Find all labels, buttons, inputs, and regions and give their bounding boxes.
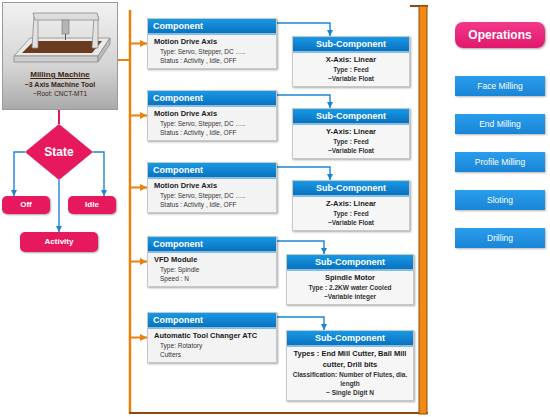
- subcomponent-box: Sub-ComponentX-Axis: LinearType : Feed~V…: [292, 36, 410, 87]
- connector-arrow: [93, 152, 104, 196]
- body-text: Status : Activity , Idle, OFF: [148, 200, 276, 209]
- heading-text: Component: [148, 237, 276, 253]
- body-text: Type: Servo, Stepper, DC …..: [148, 191, 276, 200]
- state-box: Activity: [20, 232, 98, 252]
- body-text: Type: Servo, Stepper, DC …..: [148, 119, 276, 128]
- connector-arrow: [118, 60, 147, 338]
- body-text: ~Variable Float: [293, 146, 409, 155]
- body-text: Type : Feed: [293, 65, 409, 74]
- connector-arrow: [118, 44, 147, 61]
- connector-arrow: [277, 167, 330, 180]
- body-text: Speed : N: [148, 274, 276, 283]
- subcomponent-box: Sub-ComponentY-Axis: LinearType : Feed~V…: [292, 108, 410, 159]
- heading-text: Sub-Component: [293, 37, 409, 53]
- connector-arrow: [118, 60, 147, 188]
- state-box: Idle: [68, 196, 116, 214]
- connector-arrow: [277, 95, 330, 108]
- heading-text: Off: [20, 200, 32, 210]
- subcomponent-box: Sub-ComponentSpindle MotorType : 2.2KW w…: [286, 254, 414, 305]
- frame-bar: [419, 6, 427, 414]
- machine-box: Milling Machine~3 Axis Machine Tool~Root…: [2, 2, 118, 110]
- connector-arrow: [277, 23, 330, 36]
- body-text: ~Variable Float: [293, 74, 409, 83]
- body-text: Status : Activity , Idle, OFF: [148, 128, 276, 137]
- operation-box: Face Milling: [455, 76, 545, 96]
- body-text: Motion Drive Axis: [148, 35, 276, 47]
- heading-text: Activity: [45, 237, 74, 247]
- subcomponent-box: Sub-ComponentTypes : End Mill Cutter, Ba…: [286, 330, 414, 401]
- body-text: Type: Spindle: [148, 265, 276, 274]
- body-text: Type : 2.2KW water Cooled: [287, 283, 413, 292]
- body-text: Status : Activity , Idle, OFF: [148, 56, 276, 65]
- connector-arrow: [118, 60, 147, 262]
- body-text: Classification: Number of Flutes, dia. l…: [287, 370, 413, 388]
- component-box: ComponentMotion Drive AxisType: Servo, S…: [147, 162, 277, 213]
- body-text: Type : Feed: [293, 137, 409, 146]
- heading-text: Drilling: [487, 233, 513, 244]
- connector-arrow: [118, 60, 147, 116]
- machine-front: [14, 56, 98, 62]
- component-box: ComponentMotion Drive AxisType: Servo, S…: [147, 18, 277, 69]
- gantry-left: [32, 16, 38, 48]
- component-box: ComponentMotion Drive AxisType: Servo, S…: [147, 90, 277, 141]
- machine-illustration: [14, 13, 110, 62]
- body-text: Z-Axis: Linear: [293, 197, 409, 209]
- heading-text: Idle: [85, 200, 99, 210]
- operation-box: End Milling: [455, 114, 545, 134]
- body-text: Cutters: [148, 350, 276, 359]
- frame-bottom: [129, 412, 428, 414]
- heading-text: Sloting: [487, 195, 513, 206]
- component-box: ComponentAutomatic Tool Changer ATCType:…: [147, 312, 277, 363]
- body-text: ~ Single Digit N: [287, 388, 413, 397]
- body-text: Type : Feed: [293, 209, 409, 218]
- operation-box: Sloting: [455, 190, 545, 210]
- body-text: Spindle Motor: [287, 271, 413, 283]
- body-text: VFD Module: [148, 253, 276, 265]
- heading-text: Sub-Component: [293, 181, 409, 197]
- heading-text: Profile Milling: [475, 157, 526, 168]
- body-text: Type: Rotatory: [148, 341, 276, 350]
- heading-text: Component: [148, 19, 276, 35]
- body-text: ~3 Axis Machine Tool: [3, 80, 117, 89]
- component-box: ComponentVFD ModuleType: SpindleSpeed : …: [147, 236, 277, 287]
- heading-text: Component: [148, 313, 276, 329]
- diamond-outline: [25, 124, 93, 180]
- machine-panel: [2, 2, 118, 110]
- heading-text: State: [25, 124, 93, 180]
- spindle-head: [62, 20, 69, 34]
- heading-text: Sub-Component: [293, 109, 409, 125]
- operation-box: Profile Milling: [455, 152, 545, 172]
- heading-text: Component: [148, 91, 276, 107]
- connector-arrow: [58, 110, 60, 124]
- gantry-beam: [33, 13, 99, 20]
- connector-arrow: [58, 180, 59, 232]
- heading-text: End Milling: [479, 119, 521, 130]
- connector-arrow: [277, 317, 324, 330]
- body-text: Motion Drive Axis: [148, 179, 276, 191]
- body-text: Motion Drive Axis: [148, 107, 276, 119]
- connector-arrow: [277, 241, 324, 254]
- operations-header: Operations: [455, 22, 545, 48]
- body-text: ~Variable integer: [287, 292, 413, 301]
- heading-text: Component: [148, 163, 276, 179]
- operation-box: Drilling: [455, 228, 545, 248]
- heading-text: Sub-Component: [287, 331, 413, 347]
- body-text: ~Root: CNCT-MT1: [3, 89, 117, 98]
- state-box: Off: [2, 196, 50, 214]
- connector-arrow: [14, 152, 25, 196]
- body-text: Y-Axis: Linear: [293, 125, 409, 137]
- subcomponent-box: Sub-ComponentZ-Axis: LinearType : Feed~V…: [292, 180, 410, 231]
- heading-text: Face Milling: [477, 81, 522, 92]
- body-text: Types : End Mill Cutter, Ball Mill cutte…: [287, 347, 413, 370]
- decision-diamond: State: [25, 124, 93, 180]
- body-text: Type: Servo, Stepper, DC …..: [148, 47, 276, 56]
- body-text: Automatic Tool Changer ATC: [148, 329, 276, 341]
- gantry-right: [92, 16, 98, 48]
- spindle-tool: [65, 34, 66, 40]
- body-text: X-Axis: Linear: [293, 53, 409, 65]
- body-text: ~Variable Float: [293, 218, 409, 227]
- heading-text: Milling Machine: [3, 69, 117, 80]
- heading-text: Operations: [468, 28, 531, 42]
- heading-text: Sub-Component: [287, 255, 413, 271]
